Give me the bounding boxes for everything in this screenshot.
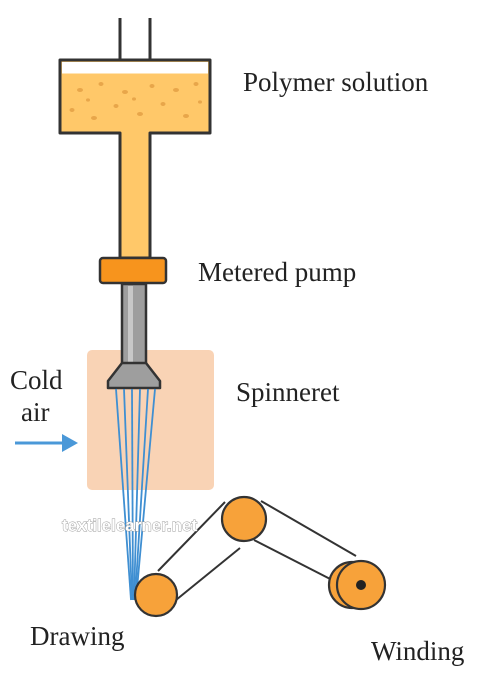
drawing-roller xyxy=(133,572,179,618)
cold-air-arrow xyxy=(15,434,78,452)
label-spinneret: Spinneret xyxy=(236,377,340,407)
label-winding: Winding xyxy=(371,636,464,666)
winding-spool xyxy=(327,559,387,611)
label-drawing: Drawing xyxy=(30,621,124,651)
watermark: textilelearner.net xyxy=(62,516,197,535)
tube-highlight xyxy=(128,286,133,362)
fiber-belt xyxy=(134,500,357,601)
metered-pump xyxy=(98,256,168,285)
feed-pipe xyxy=(118,18,152,62)
label-polymer-solution: Polymer solution xyxy=(243,67,429,97)
label-metered-pump: Metered pump xyxy=(198,257,356,287)
upper-roller xyxy=(220,495,268,543)
extruded-fibers xyxy=(115,388,156,601)
label-cold-air-line2: air xyxy=(21,397,49,427)
spinneret-tube xyxy=(120,282,148,366)
polymer-bubbles xyxy=(69,82,202,120)
tank-headspace xyxy=(62,62,208,71)
label-cold-air-line1: Cold xyxy=(10,365,63,395)
spinneret-head xyxy=(106,361,162,390)
